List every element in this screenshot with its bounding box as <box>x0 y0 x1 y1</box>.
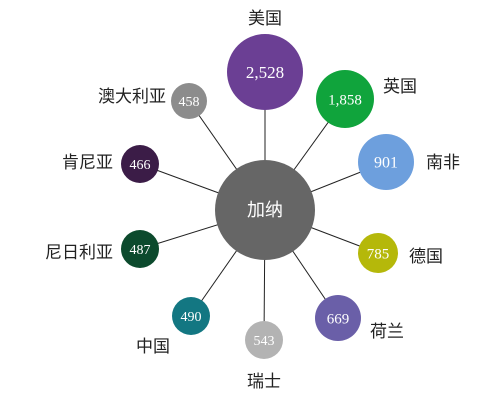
node-3-circle <box>358 233 398 273</box>
node-1-value: 1,858 <box>328 92 362 108</box>
node-4-label: 荷兰 <box>370 322 404 342</box>
node-2-label: 南非 <box>426 153 460 173</box>
node-0-label: 美国 <box>248 9 282 29</box>
node-0-value: 2,528 <box>246 63 284 82</box>
node-6-value: 490 <box>181 310 202 325</box>
node-8-label: 肯尼亚 <box>62 153 113 173</box>
node-7-circle <box>121 230 159 268</box>
node-2-circle <box>358 134 414 190</box>
node-7-label: 尼日利亚 <box>45 243 113 263</box>
node-5-circle <box>245 321 283 359</box>
node-9-value: 458 <box>179 95 200 110</box>
node-9-label: 澳大利亚 <box>98 87 166 107</box>
node-0-circle <box>227 34 303 110</box>
node-4-value: 669 <box>327 311 350 327</box>
node-1-label: 英国 <box>383 77 417 97</box>
node-5-value: 543 <box>254 334 275 349</box>
node-7-value: 487 <box>130 243 151 258</box>
node-8-value: 466 <box>130 158 151 173</box>
node-4-circle <box>315 295 361 341</box>
node-5-label: 瑞士 <box>247 372 281 392</box>
node-3-value: 785 <box>367 246 390 262</box>
center-node <box>215 160 315 260</box>
node-6-circle <box>172 297 210 335</box>
node-8-circle <box>121 145 159 183</box>
node-6-label: 中国 <box>136 337 170 357</box>
node-1-circle <box>316 70 374 128</box>
center-node-label: 加纳 <box>247 200 283 221</box>
node-9-circle <box>171 83 207 119</box>
node-2-value: 901 <box>374 155 398 172</box>
node-3-label: 德国 <box>409 247 443 267</box>
